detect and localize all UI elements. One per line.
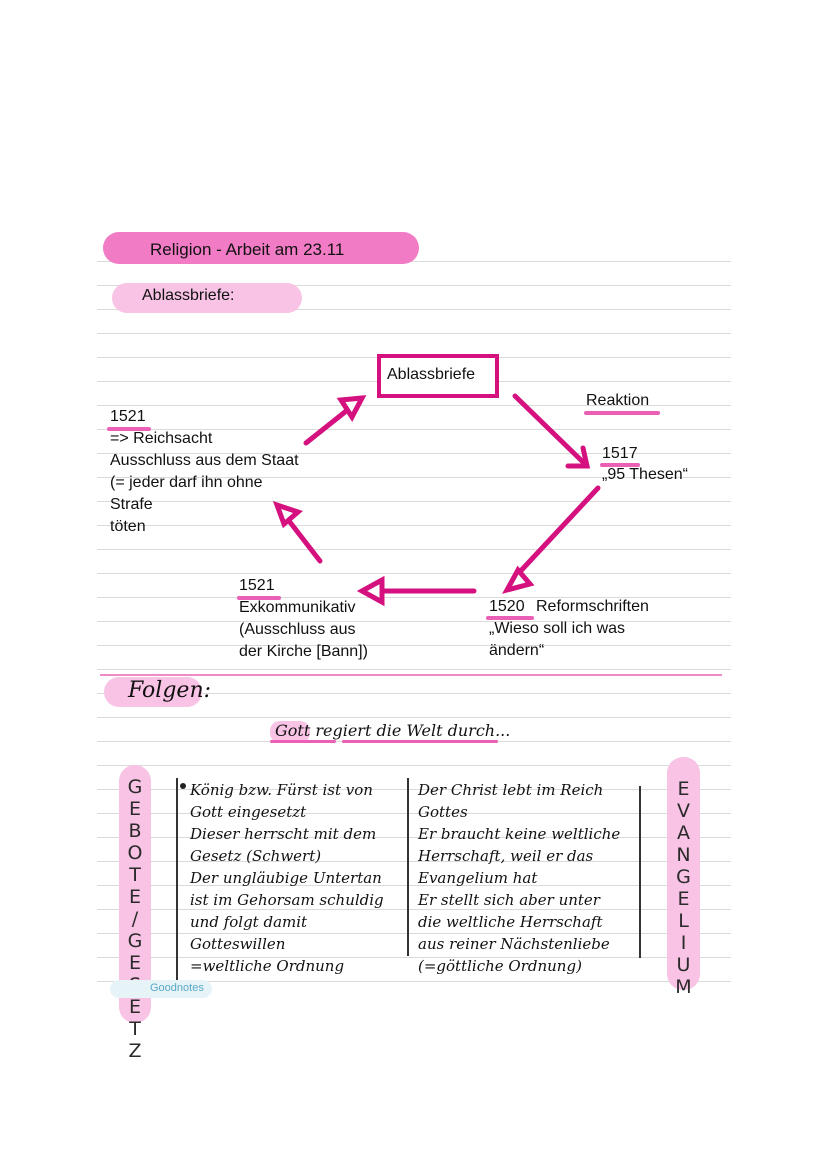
vertical-letter: G (127, 776, 143, 798)
watermark-badge (110, 980, 212, 998)
gesetz-line: ist im Gehorsam schuldig (190, 891, 384, 909)
page-title: Religion - Arbeit am 23.11 (150, 240, 345, 259)
year-1517-underline (600, 463, 640, 467)
center-box (377, 354, 499, 398)
node-1517-text: „95 Thesen“ (602, 466, 688, 483)
year-1520: 1520 (489, 598, 525, 615)
node-1520-title: Reformschriften (536, 598, 649, 615)
right-column-border (639, 786, 641, 958)
vertical-letter: T (129, 1018, 141, 1040)
vertical-letter: B (128, 820, 142, 842)
title-highlight (103, 232, 419, 264)
vertical-letter: U (676, 954, 691, 976)
vertical-letter: I (680, 932, 687, 954)
node-1521b-line5: töten (110, 518, 146, 535)
vertical-letter: / (131, 908, 139, 930)
vertical-letter: E (128, 952, 141, 974)
evangelium-line: Er stellt sich aber unter (418, 891, 600, 909)
subheading-underline-2 (342, 740, 498, 743)
vertical-letter: T (129, 864, 141, 886)
year-1520-underline (486, 616, 534, 620)
watermark-text: Goodnotes (150, 982, 204, 994)
left-column-border (176, 778, 178, 994)
year-1517: 1517 (602, 445, 638, 462)
vertical-letter: A (677, 822, 690, 844)
node-1521b-line4: Strafe (110, 496, 153, 513)
subtitle-highlight (112, 283, 302, 313)
folgen-heading: Folgen: (128, 678, 212, 703)
evangelium-line: Der Christ lebt im Reich (418, 781, 604, 799)
reaction-underline (584, 411, 660, 415)
arrow-to-center (303, 405, 353, 446)
evangelium-line: aus reiner Nächstenliebe (418, 935, 610, 953)
year-1521-exkommunikation-underline (237, 596, 281, 600)
vertical-letter: E (677, 888, 690, 910)
vertical-letter: V (677, 800, 690, 822)
evangelium-line: die weltliche Herrschaft (418, 913, 603, 931)
evangelium-line: Er braucht keine weltliche (418, 825, 621, 843)
arrow-to-1520 (513, 485, 601, 579)
gesetz-line: Der ungläubige Untertan (190, 869, 382, 887)
vertical-letter: E (677, 778, 690, 800)
folgen-subheading: Gott regiert die Welt durch... (275, 721, 511, 740)
gesetz-line: Gesetz (Schwert) (190, 847, 322, 865)
vertical-letter: E (128, 996, 141, 1018)
arrow-to-1517 (512, 393, 588, 467)
vertical-letter: G (127, 930, 143, 952)
vertical-letter: N (676, 844, 691, 866)
gesetz-line: Gott eingesetzt (190, 803, 307, 821)
gott-highlight (270, 721, 310, 743)
node-1521b-line1: => Reichsacht (110, 430, 213, 447)
folgen-highlight (104, 677, 202, 707)
vertical-letter: Z (128, 1040, 142, 1062)
evangelium-line: Gottes (418, 803, 468, 821)
evangelium-highlight (667, 757, 700, 990)
section-title: Ablassbriefe: (142, 287, 235, 304)
node-1520-line1: „Wieso soll ich was (489, 620, 626, 637)
gesetz-line: Dieser herrscht mit dem (190, 825, 377, 843)
gesetz-line: und folgt damit (190, 913, 308, 931)
vertical-letter: E (128, 886, 141, 908)
gesetz-line: König bzw. Fürst ist von (190, 781, 373, 799)
year-1521-exkommunikation: 1521 (239, 577, 275, 594)
node-1521a-line3: der Kirche [Bann]) (239, 643, 368, 660)
bullet-dot (180, 783, 186, 789)
reaction-label: Reaktion (586, 392, 650, 409)
year-1521-reichsacht: 1521 (110, 408, 146, 425)
node-1521a-line1: Exkommunikativ (239, 599, 356, 616)
gesetz-line: =weltliche Ordnung (190, 957, 345, 975)
node-1520-line2: ändern“ (489, 642, 545, 659)
gesetz-line: Gotteswillen (190, 935, 286, 953)
evangelium-line: Evangelium hat (418, 869, 538, 887)
node-1521a-line2: (Ausschluss aus (239, 621, 356, 638)
subheading-underline-1 (270, 740, 336, 743)
evangelium-line: Herrschaft, weil er das (418, 847, 594, 865)
vertical-letter: L (678, 910, 689, 932)
year-1521-reichsacht-underline (107, 427, 151, 431)
vertical-letter: M (675, 976, 692, 998)
node-1521b-line2: Ausschluss aus dem Staat (110, 452, 299, 469)
node-1521b-line3: (= jeder darf ihn ohne (110, 474, 263, 491)
center-label: Ablassbriefe (387, 366, 476, 383)
section-divider (100, 674, 722, 676)
vertical-letter: E (128, 798, 141, 820)
vertical-letter: O (127, 842, 143, 864)
arrow-to-1521b (283, 514, 323, 564)
middle-column-border (407, 778, 409, 956)
vertical-letter: G (676, 866, 691, 888)
evangelium-line: (=göttliche Ordnung) (418, 957, 582, 975)
